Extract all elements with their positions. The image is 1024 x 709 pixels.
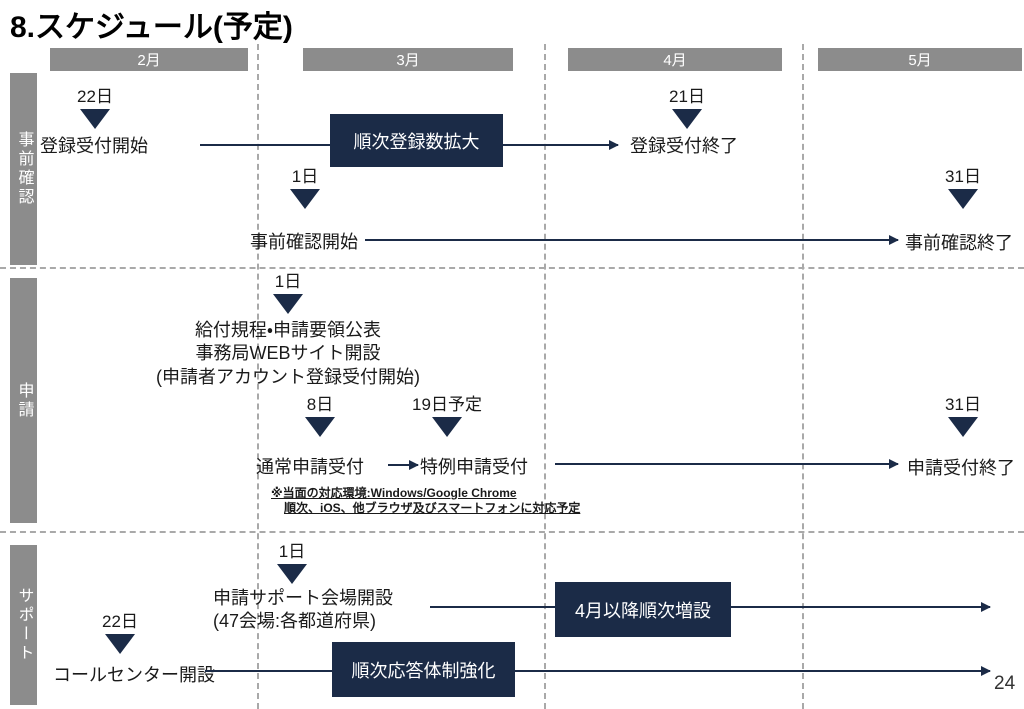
- event-call-center-label: コールセンター開設: [53, 665, 215, 685]
- event-special-application-label: 特例申請受付: [420, 457, 528, 477]
- arrow-normal-to-special: [388, 460, 419, 470]
- milestone-support-venue: 1日: [277, 542, 307, 585]
- row-separator-line: [0, 531, 1024, 533]
- venue-line-1: 申請サポート会場開設: [213, 588, 393, 608]
- month-divider-line: [257, 44, 259, 709]
- down-triangle-icon: [104, 634, 135, 655]
- box-registration-expansion: 順次登録数拡大: [330, 114, 503, 167]
- event-normal-application-label: 通常申請受付: [256, 457, 364, 477]
- month-header-may: 5月: [818, 48, 1022, 71]
- page-title: 8.スケジュール(予定): [10, 11, 293, 44]
- milestone-date: 21日: [669, 87, 705, 106]
- down-triangle-icon: [671, 109, 702, 130]
- month-divider-line: [802, 44, 804, 709]
- milestone-special-application: 19日予定: [412, 395, 482, 438]
- down-triangle-icon: [947, 189, 978, 210]
- down-triangle-icon: [947, 417, 978, 438]
- milestone-date: 31日: [945, 395, 981, 414]
- event-registration-start-label: 登録受付開始: [40, 136, 148, 156]
- milestone-date: 22日: [77, 87, 113, 106]
- row-separator-line: [0, 267, 1024, 269]
- event-precheck-start-label: 事前確認開始: [250, 232, 358, 252]
- arrow-application-period: [555, 459, 899, 469]
- milestone-normal-application: 8日: [305, 395, 335, 438]
- venue-line-2: (47会場:各都道府県): [213, 611, 377, 632]
- milestone-date: 19日予定: [412, 395, 482, 414]
- section-label-precheck: 事前確認: [10, 73, 37, 265]
- publish-line-3: (申請者アカウント登録受付開始): [156, 366, 420, 387]
- milestone-precheck-end: 31日: [945, 167, 981, 210]
- box-venue-expansion: 4月以降順次増設: [555, 582, 731, 637]
- milestone-publish: 1日: [273, 272, 303, 315]
- down-triangle-icon: [79, 109, 110, 130]
- milestone-registration-end: 21日: [669, 87, 705, 130]
- page-number: 24: [994, 673, 1016, 694]
- event-registration-end-label: 登録受付終了: [630, 136, 738, 156]
- down-triangle-icon: [305, 417, 335, 438]
- month-header-apr: 4月: [568, 48, 782, 71]
- milestone-call-center: 22日: [102, 612, 138, 655]
- month-header-feb: 2月: [50, 48, 248, 71]
- event-application-end-label: 申請受付終了: [907, 458, 1015, 478]
- publish-line-1: 給付規程・申請要領公表: [194, 320, 382, 340]
- milestone-date: 1日: [278, 542, 306, 561]
- milestone-application-end: 31日: [945, 395, 981, 438]
- section-label-support: サポート: [10, 545, 37, 705]
- milestone-date: 1日: [291, 167, 319, 186]
- milestone-date: 1日: [274, 272, 302, 291]
- milestone-date: 31日: [945, 167, 981, 186]
- milestone-registration-start: 22日: [77, 87, 113, 130]
- month-header-mar: 3月: [303, 48, 513, 71]
- box-response-strengthening: 順次応答体制強化: [332, 642, 515, 697]
- milestone-date: 22日: [102, 612, 138, 631]
- arrow-call-center-period: [205, 666, 991, 676]
- environment-note-line-2: 順次、iOS、他ブラウザ及びスマートフォンに対応予定: [284, 501, 581, 515]
- event-support-venue-label: 申請サポート会場開設 (47会場:各都道府県): [213, 587, 393, 634]
- event-precheck-end-label: 事前確認終了: [905, 233, 1013, 253]
- down-triangle-icon: [273, 294, 303, 315]
- event-publish-label: 給付規程・申請要領公表 事務局WEBサイト開設 (申請者アカウント登録受付開始): [156, 319, 420, 389]
- down-triangle-icon: [290, 189, 320, 210]
- down-triangle-icon: [431, 417, 462, 438]
- month-divider-line: [544, 44, 546, 709]
- down-triangle-icon: [277, 564, 307, 585]
- publish-line-2: 事務局WEBサイト開設: [195, 343, 381, 364]
- section-label-application: 申請: [10, 278, 37, 523]
- arrow-precheck-period: [365, 235, 899, 245]
- milestone-precheck-start: 1日: [290, 167, 320, 210]
- milestone-date: 8日: [306, 395, 334, 414]
- environment-note-line-1: ※当面の対応環境:Windows/Google Chrome: [271, 486, 517, 500]
